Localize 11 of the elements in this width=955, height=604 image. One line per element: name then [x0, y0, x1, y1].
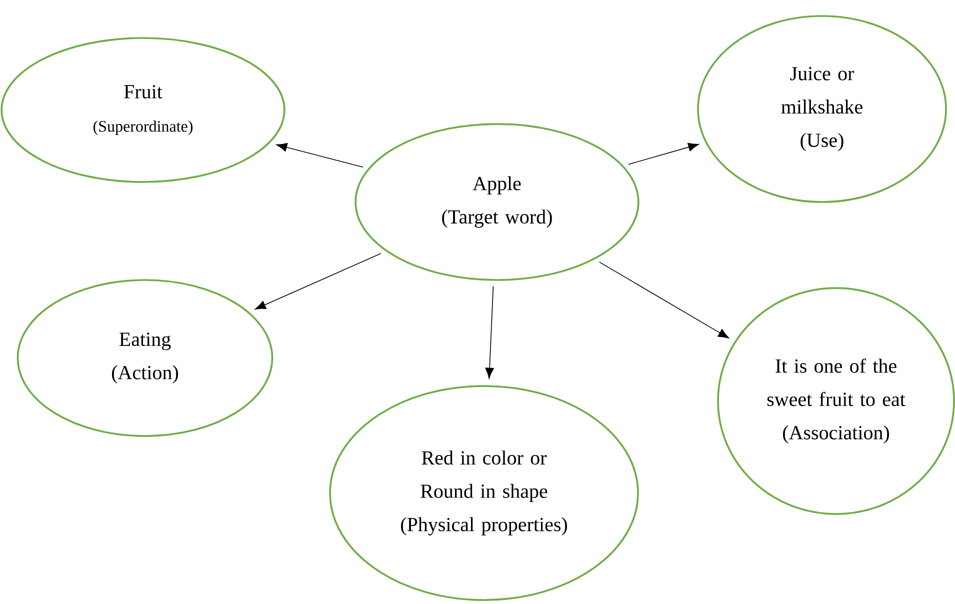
arrow: [485, 286, 494, 379]
arrow: [598, 262, 730, 338]
ellipse-node: Fruit (Superordinate): [0, 37, 286, 183]
ellipse-node: It is one of the sweet fruit to eat (Association): [717, 287, 955, 515]
ellipse-node: Apple (Target word): [354, 123, 640, 281]
arrow: [254, 253, 382, 310]
arrow: [276, 143, 364, 168]
arrow: [628, 142, 699, 165]
ellipse-node: Red in color or Round in shape (Physical properties): [329, 385, 639, 601]
ellipse-node: Juice or milkshake (Use): [697, 15, 947, 203]
ellipse-node: Eating (Action): [16, 279, 274, 437]
